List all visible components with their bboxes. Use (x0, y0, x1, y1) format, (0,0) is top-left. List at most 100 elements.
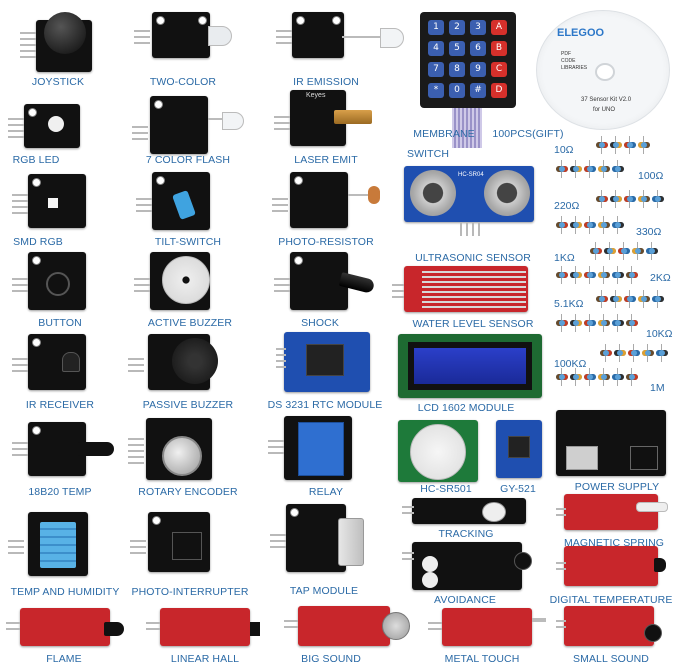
keypad-key: 2 (449, 20, 465, 35)
big-sound-module (284, 606, 414, 652)
keypad-key: C (491, 62, 507, 77)
resistor (556, 374, 568, 380)
label-rgb-led: RGB LED (12, 154, 60, 166)
label-tilt-switch: TILT-SWITCH (154, 236, 222, 248)
res-330: 330Ω (636, 226, 662, 238)
resistor (556, 272, 568, 278)
resistor (584, 272, 596, 278)
resistor (618, 248, 630, 254)
tap-module (266, 504, 386, 576)
keypad-key: 7 (428, 62, 444, 77)
resistor (596, 196, 608, 202)
laser-emit-module: Keyes (270, 90, 380, 150)
button-module (10, 252, 96, 312)
keypad-ribbon (452, 108, 482, 148)
resistor (598, 272, 610, 278)
label-avoidance: AVOIDANCE (434, 594, 496, 606)
rgb-led-module (8, 104, 98, 152)
metal-touch-module (428, 608, 548, 650)
res-5-1k: 5.1KΩ (554, 298, 584, 310)
resistor (570, 374, 582, 380)
label-linear-hall: LINEAR HALL (170, 653, 240, 665)
photo-interrupter-module (126, 512, 226, 576)
tracking-module (402, 498, 532, 528)
label-lcd: LCD 1602 MODULE (417, 402, 515, 414)
resistor (570, 166, 582, 172)
linear-hall-module (146, 608, 266, 650)
label-7-color-flash: 7 COLOR FLASH (145, 154, 231, 166)
resistor (612, 374, 624, 380)
res-2k: 2KΩ (650, 272, 671, 284)
two-color-module (124, 12, 234, 72)
resistor (598, 374, 610, 380)
label-tracking: TRACKING (438, 528, 494, 540)
temp-humidity-module (6, 512, 102, 578)
keypad-key: 1 (428, 20, 444, 35)
resistor (584, 222, 596, 228)
resistor (612, 272, 624, 278)
rotary-encoder-module (126, 418, 226, 482)
joystick-knob (44, 12, 86, 54)
resistor (626, 374, 638, 380)
resistor (624, 196, 636, 202)
avoidance-module (402, 542, 538, 594)
hc-sr04-mark: HC-SR04 (458, 172, 484, 178)
cd-for: for UNO (593, 107, 616, 113)
label-ir-receiver: IR RECEIVER (25, 399, 95, 411)
resistor (600, 350, 612, 356)
resistor (604, 248, 616, 254)
label-laser-emit: LASER EMIT (294, 154, 358, 166)
keypad-key: 6 (470, 41, 486, 56)
rtc-module (276, 332, 376, 394)
ir-emission-module (272, 12, 412, 72)
label-hc-sr501: HC-SR501 (420, 483, 472, 495)
resistor (632, 248, 644, 254)
label-active-buzzer: ACTIVE BUZZER (147, 317, 233, 329)
resistor (656, 350, 668, 356)
label-relay: RELAY (308, 486, 344, 498)
resistor (652, 296, 664, 302)
digital-temp-module (556, 546, 668, 590)
resistor (610, 142, 622, 148)
water-level-module (392, 266, 542, 314)
label-ir-emission: IR EMISSION (293, 76, 359, 88)
resistor (556, 166, 568, 172)
lcd-module (398, 334, 544, 400)
keypad-key: 8 (449, 62, 465, 77)
keypad-key: D (491, 83, 507, 98)
passive-buzzer-module (124, 334, 234, 394)
label-metal-touch: METAL TOUCH (444, 653, 520, 665)
active-buzzer-module (132, 252, 222, 312)
temp-18b20-module (10, 422, 120, 478)
cd-kit: 37 Sensor Kit V2.0 (581, 97, 632, 103)
cd-hole (595, 63, 615, 81)
power-supply-module (556, 410, 668, 480)
flame-module (6, 608, 136, 650)
resistor (638, 196, 650, 202)
keypad-key: 3 (470, 20, 486, 35)
res-100: 100Ω (638, 170, 664, 182)
magnetic-spring-module (556, 494, 668, 534)
resistor (596, 142, 608, 148)
resistor (556, 320, 568, 326)
ultrasonic-module: HC-SR04 (404, 166, 540, 246)
resistor (638, 142, 650, 148)
resistor (652, 196, 664, 202)
resistor (626, 272, 638, 278)
keyes-mark: Keyes (306, 92, 326, 99)
keypad-key: 5 (449, 41, 465, 56)
photo-resistor-module (268, 172, 388, 232)
resistor (584, 374, 596, 380)
label-button: BUTTON (38, 317, 82, 329)
resistor (570, 222, 582, 228)
color-flash-module (128, 96, 248, 156)
label-shock: SHOCK (301, 317, 339, 329)
label-big-sound: BIG SOUND (301, 653, 361, 665)
resistor (628, 350, 640, 356)
cd-line1: PDF (561, 51, 571, 57)
cd-line2: CODE (561, 58, 576, 64)
label-membrane: MEMBRANE (413, 128, 475, 140)
cd-brand: ELEGOO (557, 27, 605, 39)
keypad-key: B (491, 41, 507, 56)
